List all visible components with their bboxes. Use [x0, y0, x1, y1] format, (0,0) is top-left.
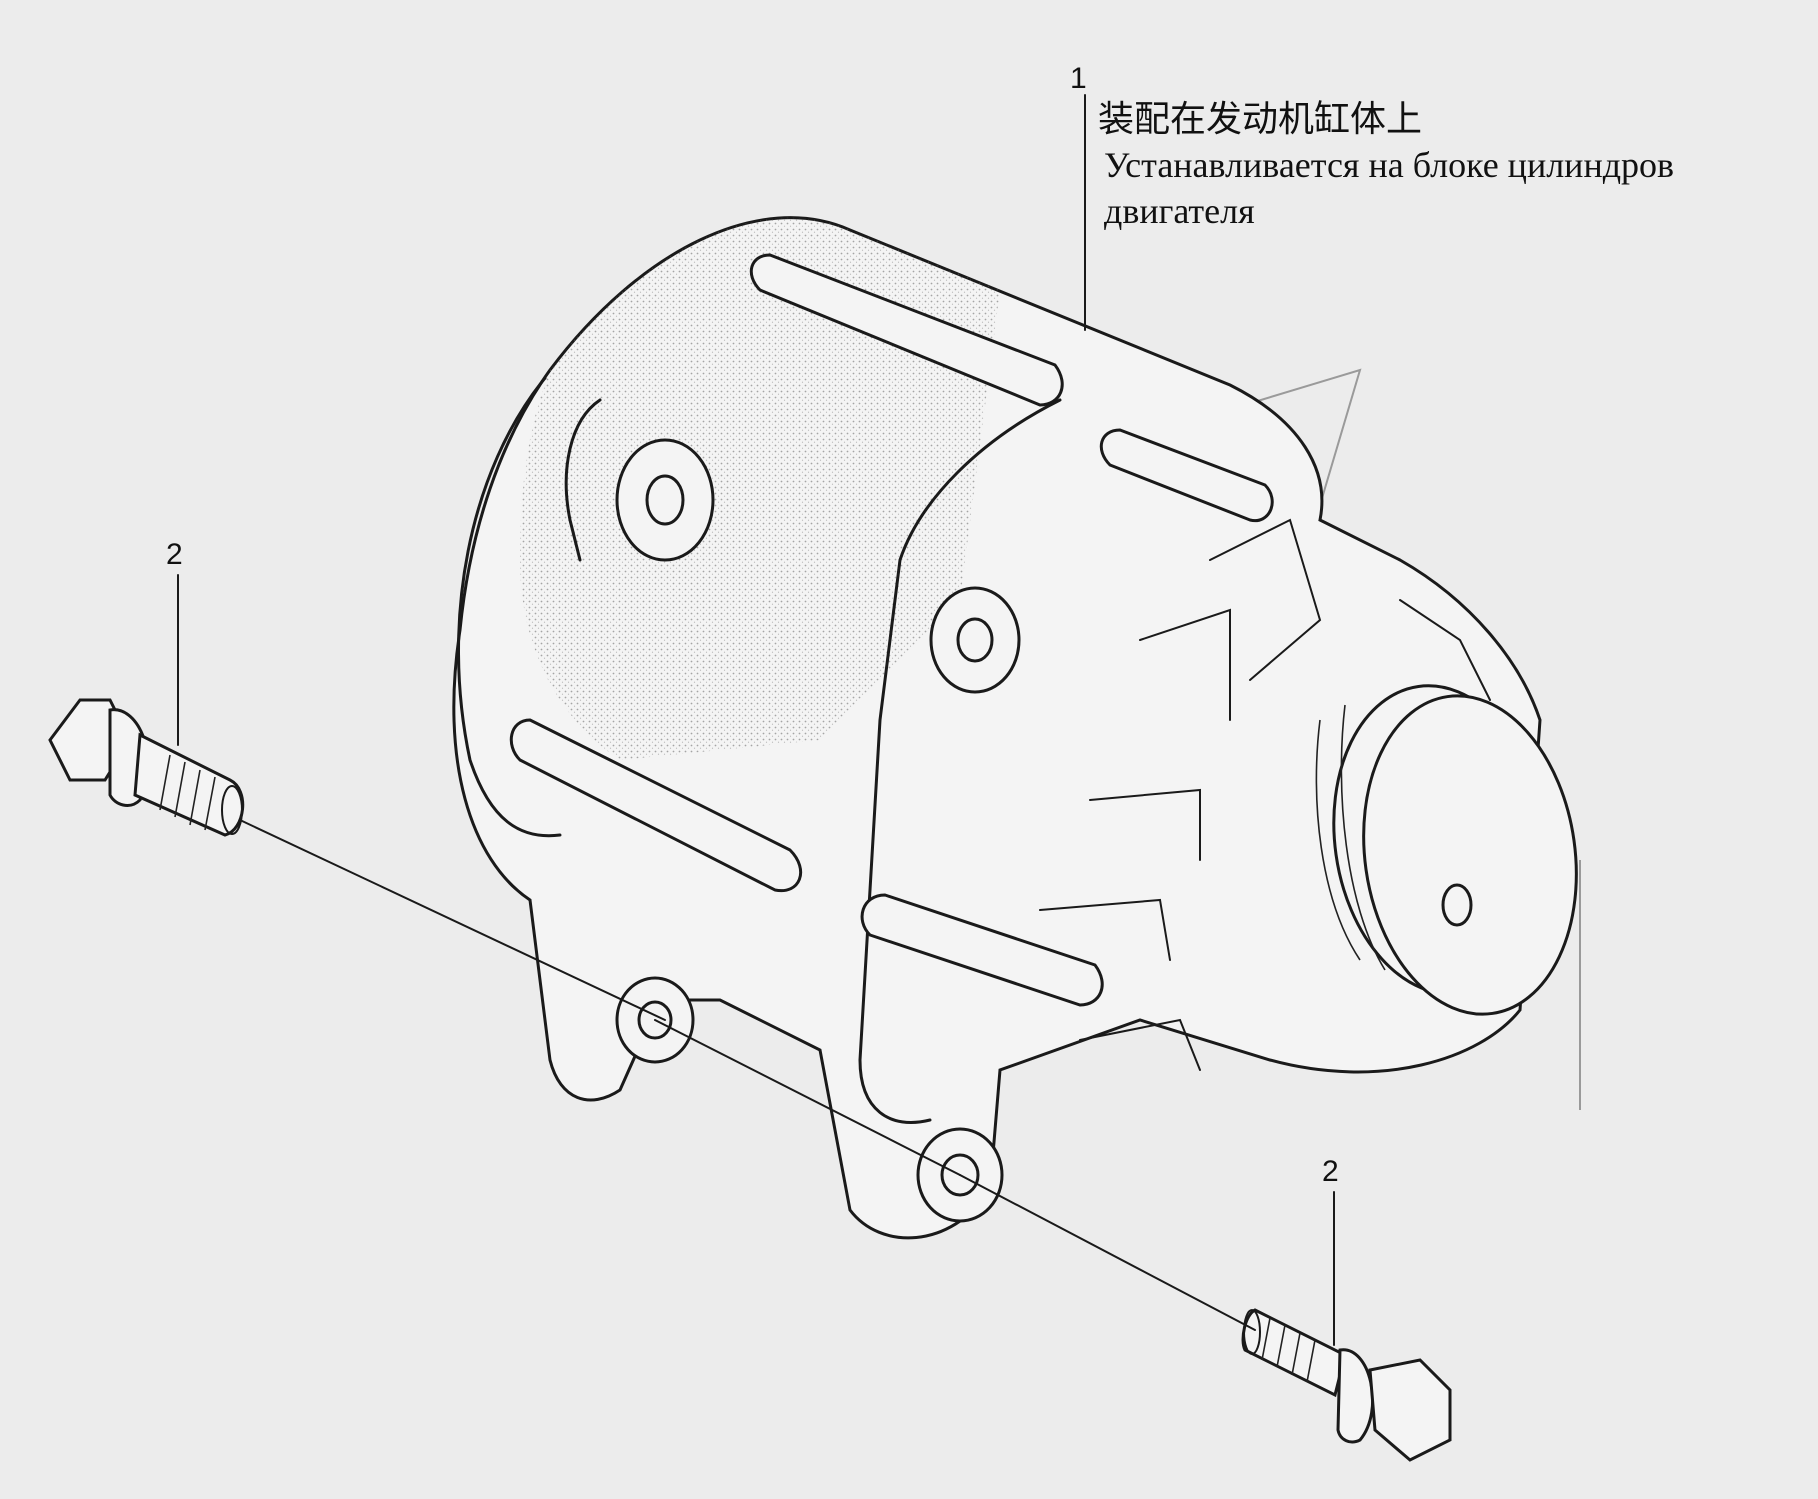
callout-leaders	[177, 94, 1335, 1346]
note-line-russian-1: Устанавливается на блоке цилиндров	[1104, 145, 1675, 185]
flange-bolt-icon	[1241, 1308, 1452, 1462]
note-line-russian-2: двигателя	[1104, 191, 1255, 231]
note-line-chinese: 装配在发动机缸体上	[1098, 99, 1423, 139]
assembly-center-lines	[239, 819, 1256, 1331]
alternator-icon	[452, 216, 1578, 1240]
callout-number-2-left: 2	[166, 538, 183, 571]
callout-number-1: 1	[1070, 62, 1087, 95]
callout-number-2-right: 2	[1322, 1155, 1339, 1188]
flange-bolt-icon	[48, 698, 245, 837]
